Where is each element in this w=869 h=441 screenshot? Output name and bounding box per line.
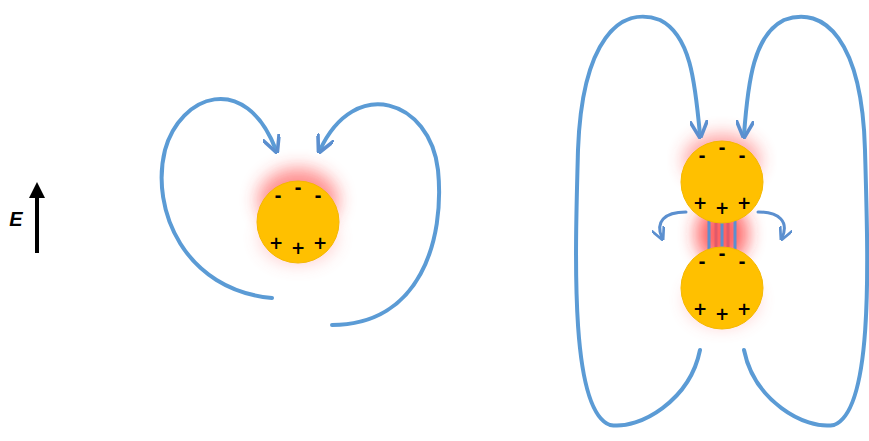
charge-sign: + (715, 304, 729, 324)
charge-slot: + (269, 235, 283, 253)
charge-slot: - (738, 254, 745, 272)
charge-slot: + (693, 301, 707, 319)
field-line (576, 17, 867, 426)
charge-sign: - (738, 252, 745, 272)
charge-slot: - (698, 148, 705, 166)
charge-sign: + (693, 299, 707, 319)
charge-slot: + (291, 240, 305, 258)
charge-sign: + (693, 193, 707, 213)
nanoparticle: ---+++ (680, 246, 764, 330)
charge-sign: - (274, 186, 281, 206)
charge-slot: - (718, 140, 725, 158)
charge-slot: - (738, 148, 745, 166)
charge-sign: + (291, 238, 305, 258)
charge-slot: - (274, 188, 281, 206)
charge-sign: - (698, 146, 705, 166)
charge-sign: - (738, 146, 745, 166)
charge-sign: + (715, 198, 729, 218)
charge-slot: + (737, 195, 751, 213)
charge-sign: + (269, 233, 283, 253)
charge-slot: - (314, 188, 321, 206)
charge-slot: + (715, 306, 729, 324)
field-line (162, 99, 439, 325)
charge-slot: + (693, 195, 707, 213)
nanoparticle: ---+++ (680, 140, 764, 224)
charge-sign: + (313, 233, 327, 253)
charge-sign: - (294, 178, 301, 198)
charge-slot: + (737, 301, 751, 319)
charge-sign: - (314, 186, 321, 206)
field-arrow (35, 190, 39, 253)
charge-slot: - (698, 254, 705, 272)
nanoparticle: ---+++ (256, 180, 340, 264)
charge-slot: + (313, 235, 327, 253)
label-slot: E (9, 209, 22, 230)
charge-sign: + (737, 299, 751, 319)
charge-slot: - (718, 246, 725, 264)
field-label: E (9, 208, 22, 230)
charge-slot: - (294, 180, 301, 198)
charge-slot: + (715, 200, 729, 218)
charge-sign: - (718, 244, 725, 264)
charge-sign: - (698, 252, 705, 272)
charge-sign: - (718, 138, 725, 158)
charge-sign: + (737, 193, 751, 213)
